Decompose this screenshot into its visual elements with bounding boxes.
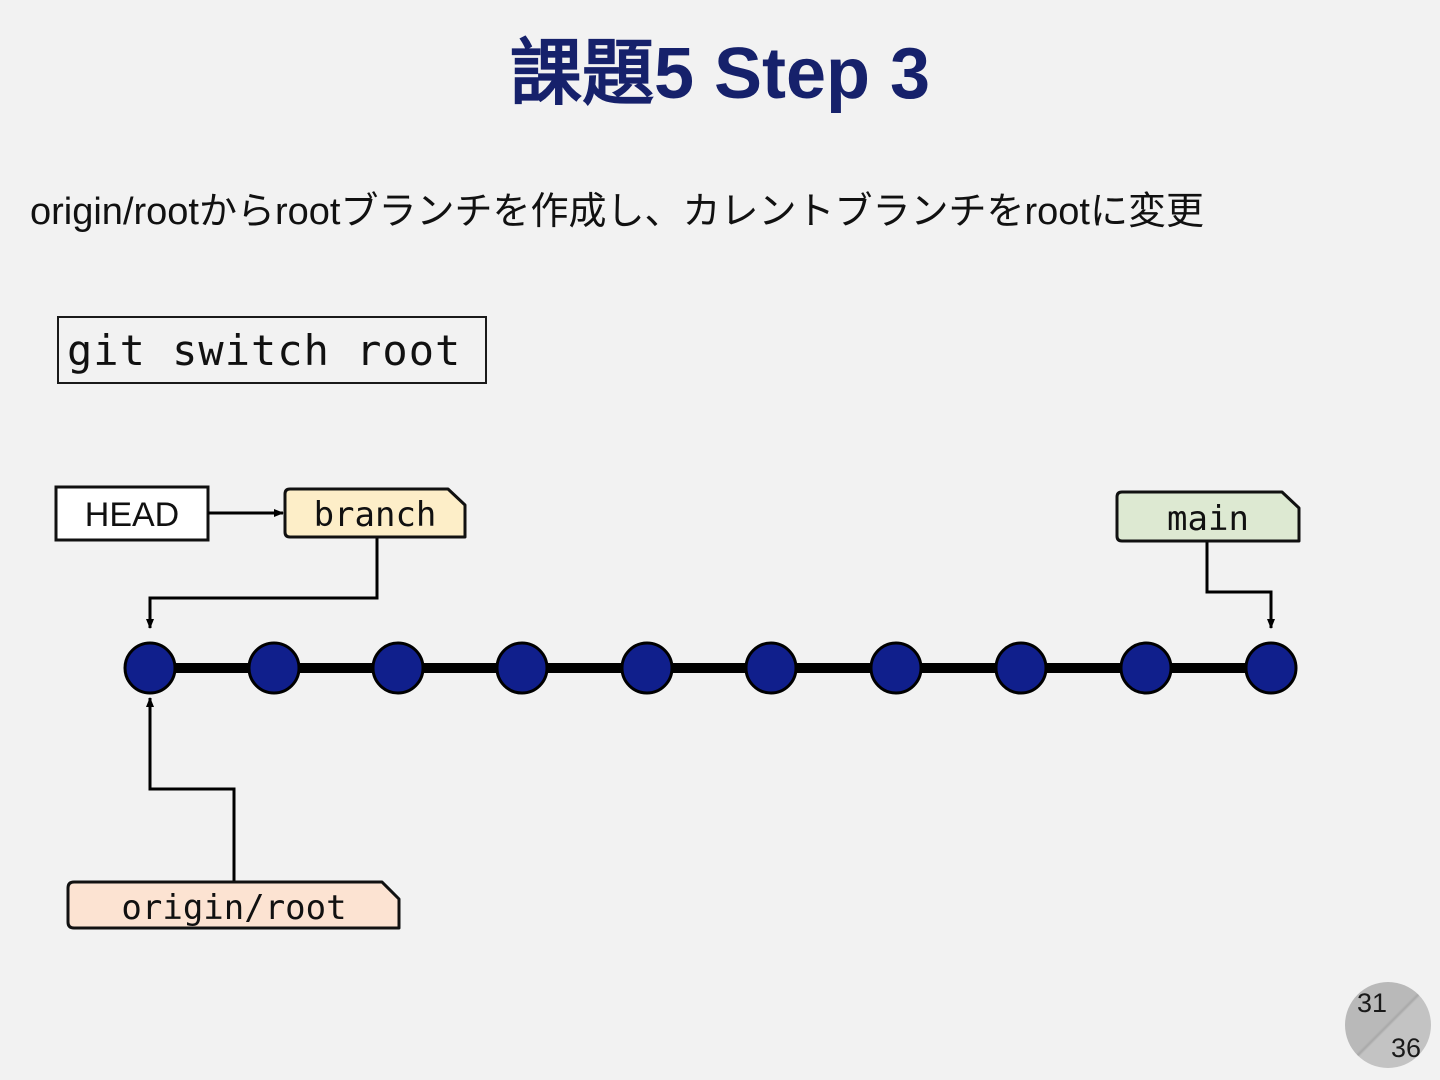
page-current-number: 31 bbox=[1357, 988, 1388, 1018]
commit-node[interactable] bbox=[495, 641, 549, 695]
branch-tag-label: branch bbox=[314, 495, 437, 535]
connector-origin-root-to-commit bbox=[146, 697, 236, 882]
commit-node[interactable] bbox=[1244, 641, 1298, 695]
head-box[interactable]: HEAD bbox=[54, 485, 210, 542]
connector-branch-to-commit bbox=[146, 537, 379, 629]
branch-tag[interactable]: branch bbox=[283, 487, 467, 539]
origin-root-tag[interactable]: origin/root bbox=[66, 880, 401, 930]
commit-node[interactable] bbox=[620, 641, 674, 695]
commit-node[interactable] bbox=[869, 641, 923, 695]
page-total-number: 36 bbox=[1390, 1033, 1421, 1063]
main-tag[interactable]: main bbox=[1115, 490, 1301, 543]
page-title: 課題5 Step 3 bbox=[509, 34, 931, 114]
page-number-badge: 31 36 bbox=[1345, 982, 1431, 1068]
slide-subtitle: origin/rootからrootブランチを作成し、カレントブランチをrootに… bbox=[30, 191, 1204, 233]
commit-node[interactable] bbox=[994, 641, 1048, 695]
connector-main-to-commit bbox=[1205, 541, 1275, 629]
head-box-label: HEAD bbox=[85, 496, 179, 534]
commit-node[interactable] bbox=[1119, 641, 1173, 695]
command-box: git switch root bbox=[57, 316, 487, 384]
command-text: git switch root bbox=[67, 325, 462, 375]
commit-node[interactable] bbox=[123, 641, 177, 695]
commit-node[interactable] bbox=[371, 641, 425, 695]
commit-node[interactable] bbox=[744, 641, 798, 695]
commit-node[interactable] bbox=[247, 641, 301, 695]
origin-root-tag-label: origin/root bbox=[121, 888, 346, 928]
main-tag-label: main bbox=[1167, 499, 1249, 539]
